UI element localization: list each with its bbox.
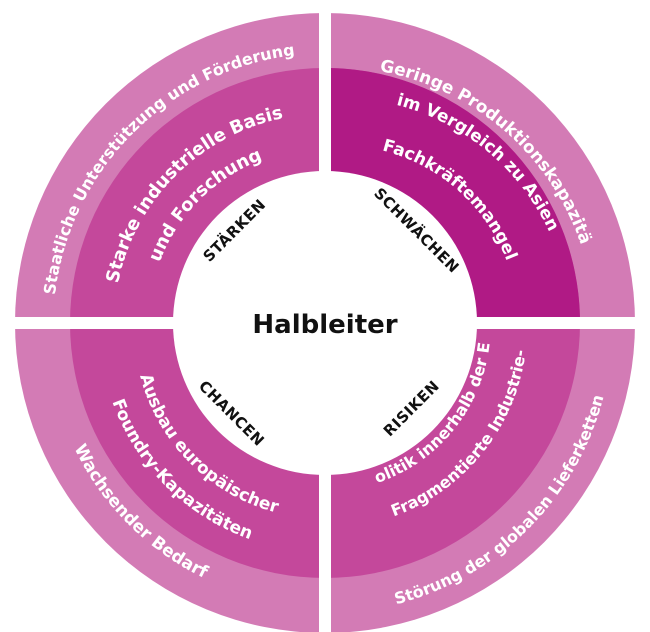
separator-horizontal <box>0 317 650 329</box>
separator-vertical <box>319 0 331 632</box>
center-title: Halbleiter <box>252 310 397 340</box>
